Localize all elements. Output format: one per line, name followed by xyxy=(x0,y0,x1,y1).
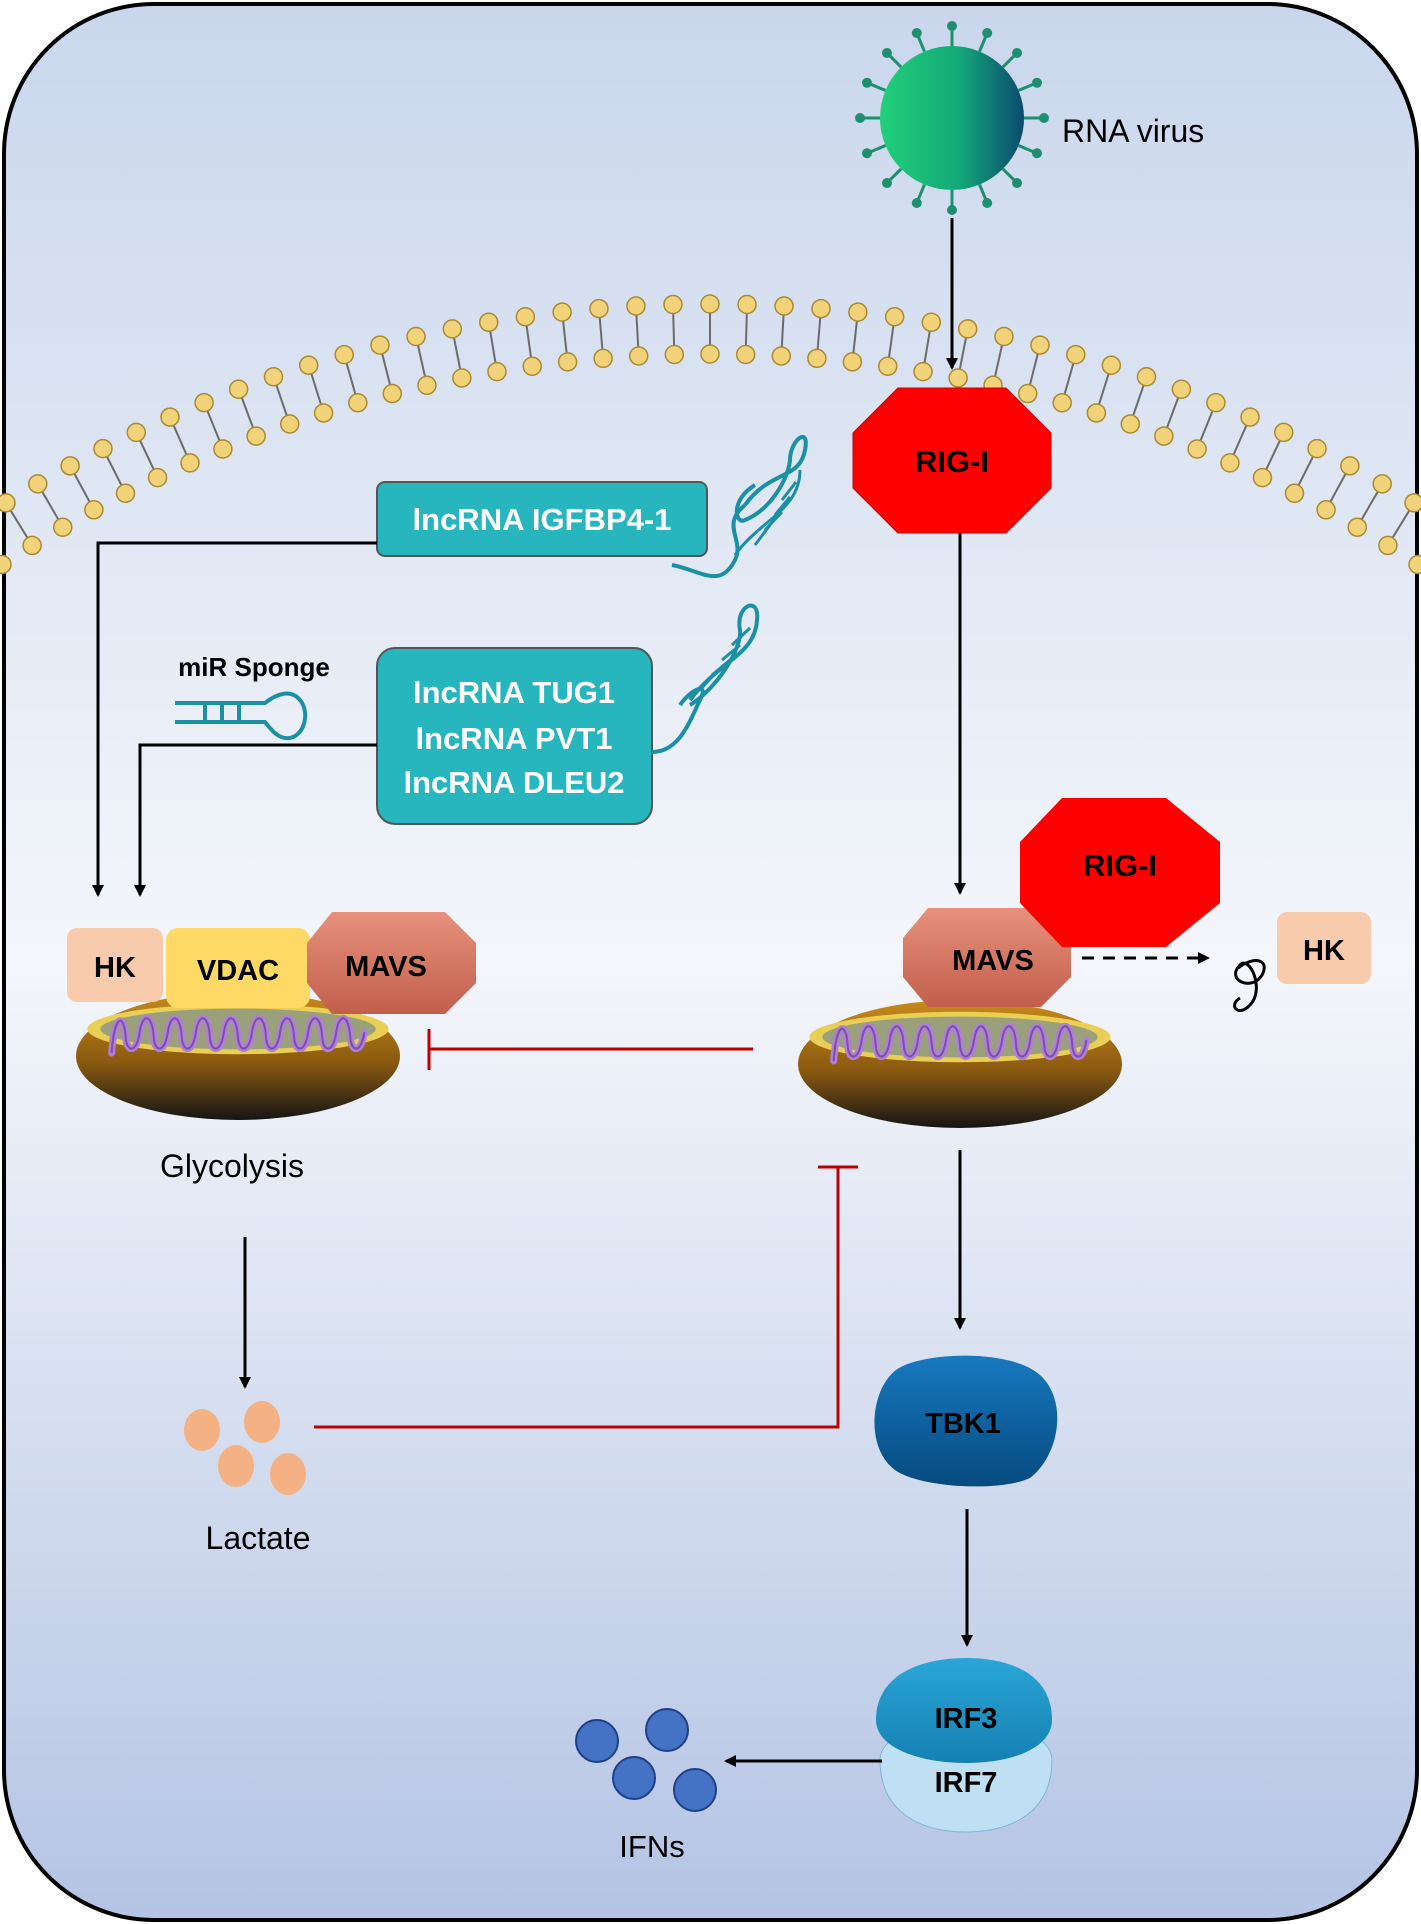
lncrna-igfbp4-label: lncRNA IGFBP4-1 xyxy=(413,502,672,537)
lactate-label: Lactate xyxy=(206,1520,311,1556)
rna-helix-icon-2 xyxy=(651,603,760,754)
inhibit-line-lactate xyxy=(314,1167,840,1429)
ifns-label: IFNs xyxy=(619,1829,684,1864)
mavs-right-label: MAVS xyxy=(952,945,1034,977)
mir-sponge-icon xyxy=(175,691,308,741)
lactate-icon xyxy=(184,1401,306,1495)
rig-i-top-label: RIG-I xyxy=(915,444,989,479)
rna-virus-label: RNA virus xyxy=(1062,113,1204,149)
cell-membrane xyxy=(0,294,1421,575)
ifns-icon xyxy=(575,1708,717,1812)
hk-right-label: HK xyxy=(1303,935,1345,967)
tbk1-node: TBK1 xyxy=(874,1355,1058,1487)
mitochondrion-right-icon xyxy=(798,1000,1122,1128)
mavs-left-label: MAVS xyxy=(345,951,427,983)
hk-left-node: HK xyxy=(67,928,163,1002)
mavs-right-node: MAVS xyxy=(903,908,1071,1007)
rna-virus-icon xyxy=(855,21,1049,215)
vdac-label: VDAC xyxy=(197,955,279,987)
lncrna-tug1-label: lncRNA TUG1 xyxy=(413,675,615,710)
rig-i-bound-label: RIG-I xyxy=(1083,848,1157,883)
tbk1-label: TBK1 xyxy=(925,1408,1001,1440)
arrow-lncrna-hk xyxy=(134,743,377,897)
vdac-node: VDAC xyxy=(166,928,310,1008)
mir-sponge-label: miR Sponge xyxy=(178,652,330,682)
lncrna-dleu2-label: lncRNA DLEU2 xyxy=(403,765,624,800)
lncrna-igfbp4-box: lncRNA IGFBP4-1 xyxy=(376,481,708,557)
mitochondrion-left-icon xyxy=(76,992,400,1120)
hk-squiggle-icon xyxy=(1233,959,1266,1012)
irf3-label: IRF3 xyxy=(935,1703,998,1735)
irf3-node: IRF3 xyxy=(876,1658,1052,1763)
arrow-igfbp4-hk xyxy=(92,541,377,897)
mavs-left-node: MAVS xyxy=(307,912,476,1014)
lncrna-pvt1-label: lncRNA PVT1 xyxy=(416,721,613,756)
lncrna-group-box: lncRNA TUG1 lncRNA PVT1 lncRNA DLEU2 xyxy=(376,647,653,825)
irf7-label: IRF7 xyxy=(935,1767,998,1799)
rna-helix-icon xyxy=(671,435,808,579)
rig-i-top-node: RIG-I xyxy=(852,387,1052,534)
rig-i-bound-node: RIG-I xyxy=(1020,798,1220,947)
hk-right-node: HK xyxy=(1277,912,1371,984)
glycolysis-label: Glycolysis xyxy=(160,1148,304,1184)
hk-left-label: HK xyxy=(94,952,136,984)
